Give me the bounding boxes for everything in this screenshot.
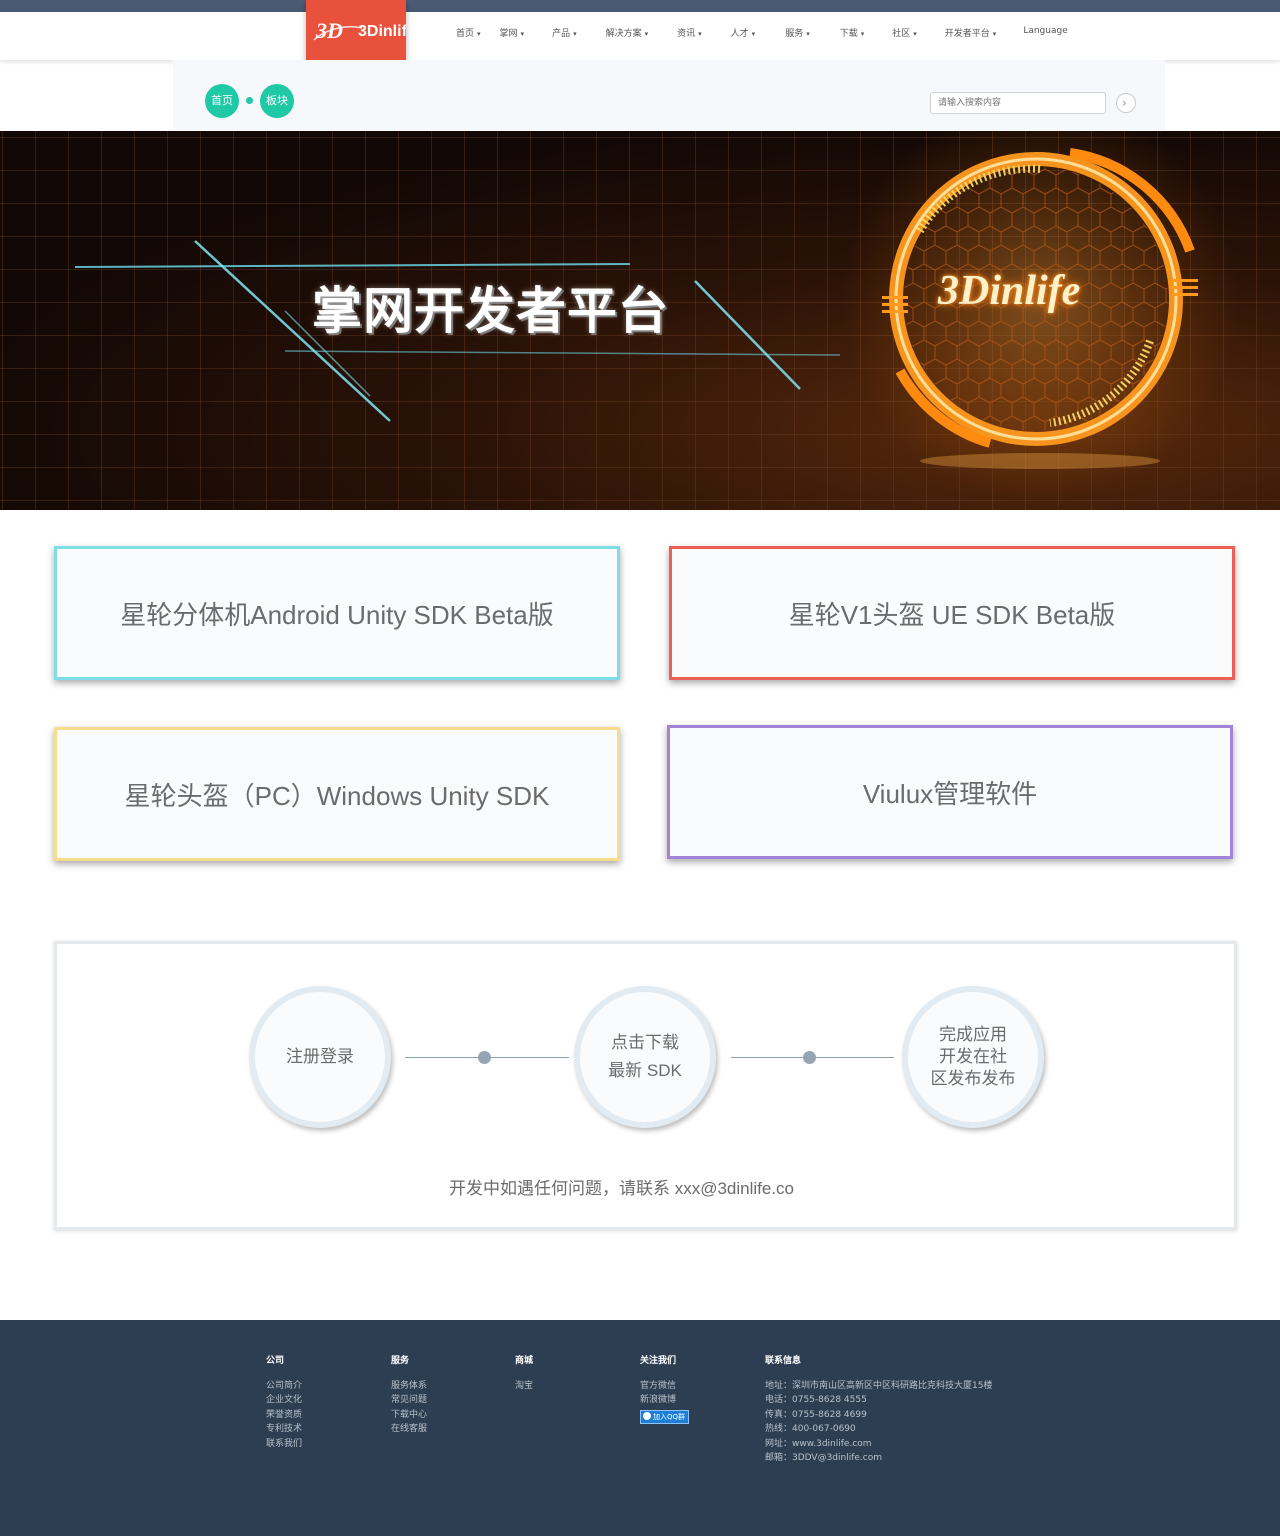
banner-art bbox=[74, 131, 1240, 501]
sdk-card-pc-windows-unity[interactable]: 星轮头盔（PC）Windows Unity SDK bbox=[54, 727, 620, 861]
search-input[interactable] bbox=[930, 92, 1106, 114]
step-download-line1: 点击下载 bbox=[611, 1033, 679, 1052]
chevron-right-icon: › bbox=[1122, 96, 1127, 110]
contact-note: 开发中如遇任何问题，请联系 xxx@3dinlife.co bbox=[448, 1179, 795, 1198]
sdk-card-viulux[interactable]: Viulux管理软件 bbox=[667, 725, 1233, 859]
step-publish-line3: 区发布发布 bbox=[930, 1069, 1016, 1088]
step-connector-dot-1 bbox=[478, 1051, 491, 1064]
svg-text:3D: 3D bbox=[315, 18, 343, 43]
footer-link-online-support[interactable]: 在线客服 bbox=[391, 1424, 428, 1434]
footer-col-follow: 关注我们 官方微信 新浪微博 加入QQ群 bbox=[640, 1354, 690, 1424]
footer bbox=[0, 1320, 1280, 1536]
nav-home[interactable]: 首页▾ bbox=[456, 29, 481, 39]
site-logo[interactable]: 3D 3Dinlife bbox=[306, 0, 406, 60]
footer-col-company: 公司 公司简介 企业文化 荣誉资质 专利技术 联系我们 bbox=[266, 1354, 302, 1451]
footer-heading-service: 服务 bbox=[391, 1356, 410, 1366]
footer-link-taobao[interactable]: 淘宝 bbox=[515, 1380, 534, 1391]
footer-link-weibo[interactable]: 新浪微博 bbox=[640, 1395, 677, 1405]
step-publish[interactable]: 完成应用 开发在社 区发布发布 bbox=[902, 986, 1044, 1128]
footer-link-faq[interactable]: 常见问题 bbox=[391, 1395, 428, 1405]
footer-link-patents[interactable]: 专利技术 bbox=[266, 1424, 303, 1434]
step-register-text: 注册登录 bbox=[286, 1047, 354, 1066]
step-publish-line1: 完成应用 bbox=[939, 1025, 1007, 1044]
banner-ticks bbox=[882, 279, 1198, 313]
banner-logo: 3Dinlife bbox=[938, 268, 1081, 314]
footer-heading-follow: 关注我们 bbox=[640, 1356, 677, 1366]
main-nav: 首页▾ 掌网▾ 产品▾ 解决方案▾ 资讯▾ 人才▾ 服务▾ 下载▾ 社区▾ 开发… bbox=[456, 26, 1068, 46]
footer-hotline: 热线：400-067-0690 bbox=[765, 1424, 856, 1434]
top-strip bbox=[0, 0, 1280, 12]
nav-news[interactable]: 资讯▾ bbox=[677, 29, 702, 39]
qq-icon bbox=[643, 1411, 651, 1420]
footer-fax: 传真：0755-8628 4699 bbox=[765, 1409, 867, 1420]
nav-download[interactable]: 下载▾ bbox=[839, 29, 865, 39]
logo-mark: 3D 3Dinlife bbox=[313, 18, 406, 43]
footer-heading-shop: 商城 bbox=[515, 1356, 534, 1366]
sdk-card-android-unity[interactable]: 星轮分体机Android Unity SDK Beta版 bbox=[54, 546, 620, 680]
nav-developer-platform[interactable]: 开发者平台▾ bbox=[944, 29, 997, 39]
breadcrumb-separator bbox=[246, 97, 253, 104]
sdk-card-v1-ue[interactable]: 星轮V1头盔 UE SDK Beta版 bbox=[669, 546, 1235, 680]
footer-col-service: 服务 服务体系 常见问题 下载中心 在线客服 bbox=[391, 1354, 427, 1437]
footer-link-contact-us[interactable]: 联系我们 bbox=[266, 1438, 303, 1449]
footer-link-honors[interactable]: 荣誉资质 bbox=[266, 1409, 303, 1420]
step-connector-dot-2 bbox=[803, 1051, 816, 1064]
footer-heading-contact: 联系信息 bbox=[765, 1356, 802, 1366]
hex-grid bbox=[904, 167, 1168, 431]
logo-wordmark: 3Dinlife bbox=[358, 23, 406, 40]
step-download-line2: 最新 SDK bbox=[608, 1061, 682, 1080]
nav-zhangwang[interactable]: 掌网▾ bbox=[499, 29, 525, 39]
footer-phone: 电话：0755-8628 4555 bbox=[765, 1395, 867, 1405]
join-qq-group-button[interactable]: 加入QQ群 bbox=[640, 1409, 690, 1424]
footer-website[interactable]: 网址：www.3dinlife.com bbox=[765, 1438, 872, 1449]
nav-community[interactable]: 社区▾ bbox=[892, 29, 917, 39]
footer-link-service-system[interactable]: 服务体系 bbox=[391, 1380, 428, 1391]
footer-heading-company: 公司 bbox=[266, 1356, 285, 1366]
breadcrumb-section[interactable]: 板块 bbox=[260, 84, 294, 118]
footer-link-culture[interactable]: 企业文化 bbox=[266, 1395, 303, 1405]
navbar bbox=[0, 12, 1280, 60]
footer-link-wechat[interactable]: 官方微信 bbox=[640, 1380, 677, 1391]
footer-col-contact: 联系信息 地址：深圳市南山区高新区中区科研路比克科技大厦15楼 电话：0755-… bbox=[765, 1354, 992, 1466]
step-publish-line2: 开发在社 bbox=[939, 1047, 1007, 1066]
banner-title: 掌网开发者平台 bbox=[312, 282, 669, 340]
nav-solutions[interactable]: 解决方案▾ bbox=[605, 29, 649, 39]
breadcrumb-home[interactable]: 首页 bbox=[205, 84, 239, 118]
footer-col-shop: 商城 淘宝 bbox=[515, 1354, 533, 1393]
footer-email[interactable]: 邮箱：3DDV@3dinlife.com bbox=[765, 1453, 883, 1463]
nav-talent[interactable]: 人才▾ bbox=[730, 29, 756, 39]
hero-banner: 掌网开发者平台 3Dinlife bbox=[0, 131, 1280, 510]
footer-link-company-intro[interactable]: 公司简介 bbox=[266, 1380, 303, 1391]
step-register[interactable]: 注册登录 bbox=[249, 986, 391, 1128]
nav-language[interactable]: Language bbox=[1023, 26, 1068, 36]
footer-link-download-center[interactable]: 下载中心 bbox=[391, 1409, 428, 1420]
search-button[interactable]: › bbox=[1116, 93, 1136, 113]
nav-products[interactable]: 产品▾ bbox=[552, 29, 577, 39]
footer-address: 地址：深圳市南山区高新区中区科研路比克科技大厦15楼 bbox=[765, 1380, 993, 1391]
nav-service[interactable]: 服务▾ bbox=[785, 29, 810, 39]
step-download[interactable]: 点击下载 最新 SDK bbox=[574, 986, 716, 1128]
